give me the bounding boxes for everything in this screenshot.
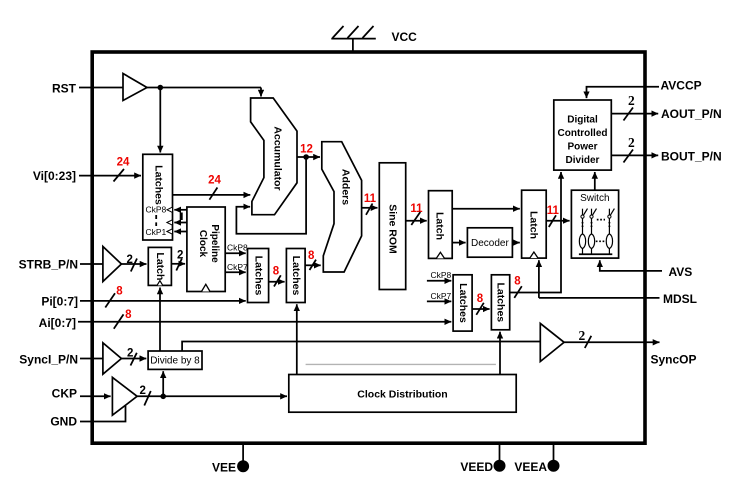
svg-text:11: 11: [410, 203, 423, 215]
svg-text:Pi[0:7]: Pi[0:7]: [41, 295, 78, 309]
svg-text:VEE: VEE: [212, 461, 236, 475]
svg-text:Adders: Adders: [340, 169, 352, 205]
svg-text:2: 2: [127, 348, 133, 360]
svg-text:Latch: Latch: [434, 212, 446, 240]
svg-text:12: 12: [300, 144, 313, 156]
svg-text:VEED: VEED: [460, 460, 493, 474]
svg-text:24: 24: [208, 175, 221, 187]
svg-text:Clock: Clock: [197, 230, 208, 258]
svg-text:2: 2: [177, 250, 183, 262]
svg-text:Divide by 8: Divide by 8: [150, 356, 200, 367]
svg-text:Latch: Latch: [154, 252, 166, 280]
svg-text:Accumulator: Accumulator: [272, 126, 284, 190]
svg-text:Ai[0:7]: Ai[0:7]: [39, 316, 76, 330]
svg-text:Switch: Switch: [580, 193, 609, 204]
svg-text:2: 2: [628, 93, 635, 108]
svg-text:CkP7: CkP7: [227, 262, 248, 272]
svg-text:Clock Distribution: Clock Distribution: [357, 389, 447, 401]
svg-text:VCC: VCC: [392, 30, 418, 44]
svg-text:GND: GND: [50, 415, 77, 429]
svg-text:CkP8: CkP8: [146, 204, 167, 214]
svg-text:Pipeline: Pipeline: [209, 224, 220, 263]
svg-text:2: 2: [628, 135, 635, 150]
svg-text:Divider: Divider: [566, 155, 600, 166]
svg-text:8: 8: [308, 250, 315, 262]
svg-text:Vi[0:23]: Vi[0:23]: [33, 169, 76, 183]
svg-text:11: 11: [364, 193, 377, 205]
svg-text:AOUT_P/N: AOUT_P/N: [661, 107, 722, 121]
svg-text:RST: RST: [52, 82, 77, 96]
svg-text:Digital: Digital: [567, 115, 598, 126]
svg-text:8: 8: [514, 275, 521, 287]
svg-text:CkP7: CkP7: [431, 291, 452, 301]
svg-text:CKP: CKP: [52, 386, 77, 400]
svg-text:AVCCP: AVCCP: [661, 78, 702, 92]
svg-text:8: 8: [477, 293, 484, 305]
svg-text:2: 2: [579, 328, 586, 343]
svg-text:STRB_P/N: STRB_P/N: [19, 257, 78, 271]
svg-text:CkP1: CkP1: [146, 227, 167, 237]
svg-text:MDSL: MDSL: [663, 292, 697, 306]
svg-text:BOUT_P/N: BOUT_P/N: [661, 149, 722, 163]
svg-text:SyncI_P/N: SyncI_P/N: [19, 352, 78, 366]
svg-text:VEEA: VEEA: [514, 460, 547, 474]
svg-text:CkP8: CkP8: [431, 270, 452, 280]
svg-text:Power: Power: [567, 142, 597, 153]
svg-text:SyncOP: SyncOP: [651, 353, 697, 367]
svg-text:Latches: Latches: [495, 282, 507, 322]
svg-text:8: 8: [125, 309, 132, 321]
svg-text:Latch: Latch: [528, 211, 540, 239]
svg-text:Sine ROM: Sine ROM: [387, 204, 399, 254]
svg-text:24: 24: [117, 157, 130, 169]
svg-text:Controlled: Controlled: [558, 128, 608, 139]
svg-text:AVS: AVS: [669, 265, 693, 279]
svg-text:8: 8: [116, 286, 123, 298]
svg-text:11: 11: [547, 205, 560, 217]
svg-text:Decoder: Decoder: [471, 238, 509, 249]
svg-text:2: 2: [127, 254, 133, 266]
svg-text:2: 2: [140, 385, 146, 397]
svg-text:Latches: Latches: [290, 256, 302, 296]
svg-text:Latches: Latches: [457, 283, 469, 323]
svg-text:CkP8: CkP8: [227, 243, 248, 253]
svg-text:Latches: Latches: [252, 256, 264, 296]
svg-text:Latches: Latches: [152, 165, 164, 205]
svg-text:8: 8: [273, 266, 280, 278]
